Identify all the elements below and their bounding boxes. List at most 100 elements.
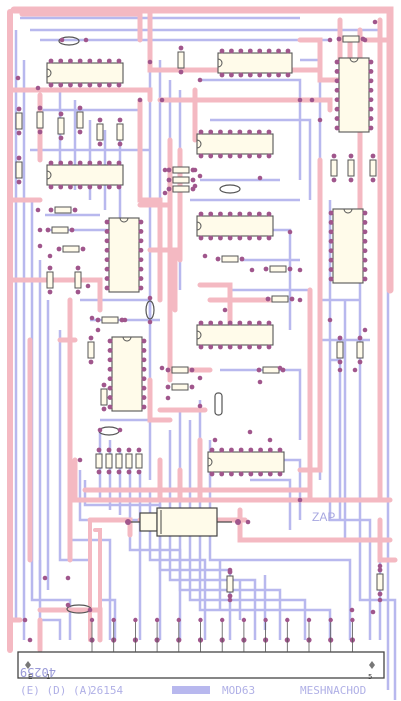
pad <box>104 266 110 272</box>
pad <box>138 266 144 272</box>
pad <box>334 125 340 131</box>
pad <box>209 447 215 453</box>
pad <box>337 335 343 341</box>
pad <box>111 617 116 623</box>
pad <box>247 429 253 435</box>
pad <box>328 248 334 254</box>
edge-connector <box>17 617 385 694</box>
pad <box>104 276 110 281</box>
pad <box>277 447 283 453</box>
pad <box>229 447 234 453</box>
pad <box>247 48 253 54</box>
pad <box>15 75 21 81</box>
pad <box>247 320 252 326</box>
pad <box>267 447 273 453</box>
pad <box>147 59 153 65</box>
resistor <box>74 271 82 289</box>
ic-chips <box>46 52 370 473</box>
pad <box>285 72 291 78</box>
pad <box>85 283 91 289</box>
bottom-mirror-text-left: (E) (D) (A) <box>20 684 93 697</box>
pad <box>362 257 368 263</box>
pad <box>116 160 122 166</box>
pad <box>258 471 263 477</box>
pad <box>285 48 291 54</box>
pad <box>227 129 233 135</box>
pad <box>256 153 262 159</box>
pad <box>117 427 123 433</box>
via-pads <box>15 19 383 643</box>
pad <box>138 285 144 291</box>
pad <box>327 37 333 43</box>
pad <box>245 519 251 525</box>
pad <box>77 129 83 135</box>
pad <box>263 266 269 272</box>
pad <box>362 276 368 282</box>
pad <box>104 229 110 234</box>
pad <box>141 357 147 363</box>
pad <box>16 106 22 112</box>
pad <box>198 320 204 326</box>
pad <box>107 395 113 400</box>
pad <box>362 37 368 43</box>
pad <box>77 82 83 88</box>
pad <box>68 184 73 190</box>
pad <box>87 58 93 64</box>
pad <box>227 235 233 241</box>
pad <box>58 160 64 166</box>
resistor <box>347 159 355 177</box>
pad <box>328 238 334 244</box>
pad <box>198 129 204 135</box>
pad <box>198 344 204 350</box>
pad <box>209 471 215 477</box>
pad <box>287 229 293 235</box>
pad <box>75 289 81 295</box>
pad <box>68 160 73 166</box>
pad <box>239 256 245 262</box>
pad <box>97 58 102 64</box>
pad <box>227 344 233 350</box>
diode <box>145 300 155 320</box>
pad <box>104 219 110 225</box>
pad <box>22 617 28 623</box>
pad <box>165 384 171 390</box>
pad <box>266 72 272 78</box>
resistor <box>95 453 103 469</box>
pad <box>97 141 103 147</box>
pad <box>219 48 225 54</box>
pad <box>370 177 376 183</box>
resistor <box>336 341 344 359</box>
ic-notches <box>46 57 359 467</box>
pad <box>141 338 147 344</box>
pad <box>104 285 110 291</box>
pad <box>136 447 142 453</box>
pad <box>238 72 244 78</box>
pad <box>362 220 368 225</box>
pad <box>328 276 334 282</box>
pad <box>165 367 171 373</box>
pad <box>247 235 252 241</box>
pad <box>107 348 113 353</box>
pad <box>104 238 110 244</box>
pad <box>122 317 128 323</box>
pad <box>141 385 147 391</box>
pad <box>238 48 244 54</box>
resistor <box>262 366 280 374</box>
pad <box>219 72 225 78</box>
pad <box>116 469 122 475</box>
pad <box>87 607 93 613</box>
pad <box>227 153 233 159</box>
pad <box>357 335 363 341</box>
resistor <box>342 35 360 43</box>
pad <box>16 155 22 161</box>
diode <box>219 184 241 194</box>
pad <box>126 469 132 475</box>
pad <box>327 317 333 323</box>
pad <box>258 447 263 453</box>
pad <box>89 617 95 623</box>
pad <box>138 276 144 281</box>
pad <box>89 315 95 321</box>
pad <box>377 591 383 597</box>
pad <box>247 129 252 135</box>
pad <box>227 567 233 573</box>
